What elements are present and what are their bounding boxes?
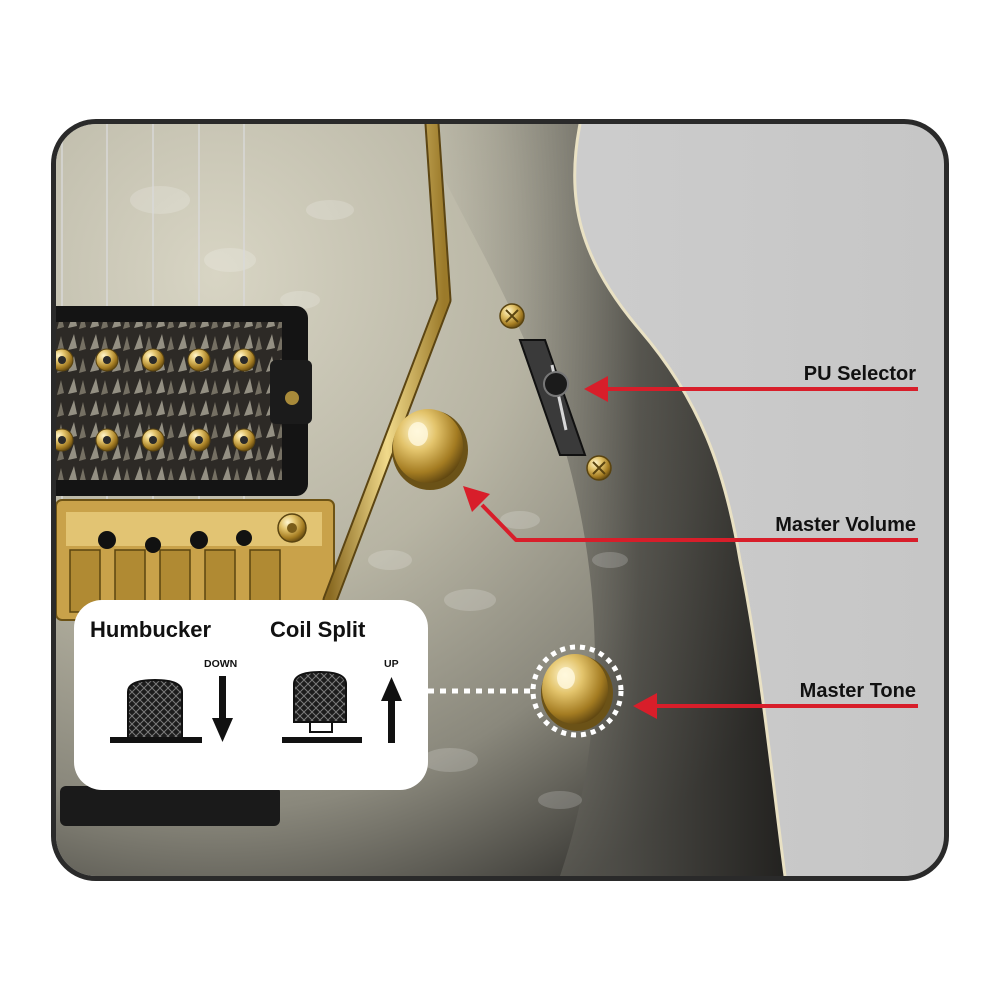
bottom-hardware (60, 786, 280, 826)
coil-split-section: Coil Split UP (270, 617, 402, 743)
pu-selector-callout: PU Selector (584, 363, 918, 402)
master-volume-knob (392, 409, 468, 490)
body-binding (573, 124, 787, 876)
pu-selector-switch (499, 303, 612, 481)
master-tone-knob (530, 644, 624, 738)
master-volume-callout: Master Volume (463, 486, 918, 542)
arrow-up-icon (381, 677, 402, 743)
guitar-body-edge (420, 124, 785, 876)
humbucker-direction: DOWN (204, 658, 237, 670)
coil-split-title: Coil Split (270, 617, 366, 642)
humbucker-section: Humbucker DOWN (90, 617, 237, 743)
humbucker-title: Humbucker (90, 617, 211, 642)
master-volume-label: Master Volume (775, 514, 916, 536)
humbucker-pickup (56, 306, 312, 496)
knurled-knob-icon (110, 678, 202, 743)
master-tone-callout: Master Tone (633, 680, 918, 719)
coil-split-direction: UP (384, 658, 399, 670)
arrow-down-icon (212, 676, 233, 742)
quilt-figure (130, 186, 628, 809)
knurled-knob-icon (282, 670, 362, 743)
master-tone-label: Master Tone (800, 680, 916, 702)
tone-highlight-ring (530, 644, 624, 738)
pu-selector-label: PU Selector (804, 363, 916, 385)
